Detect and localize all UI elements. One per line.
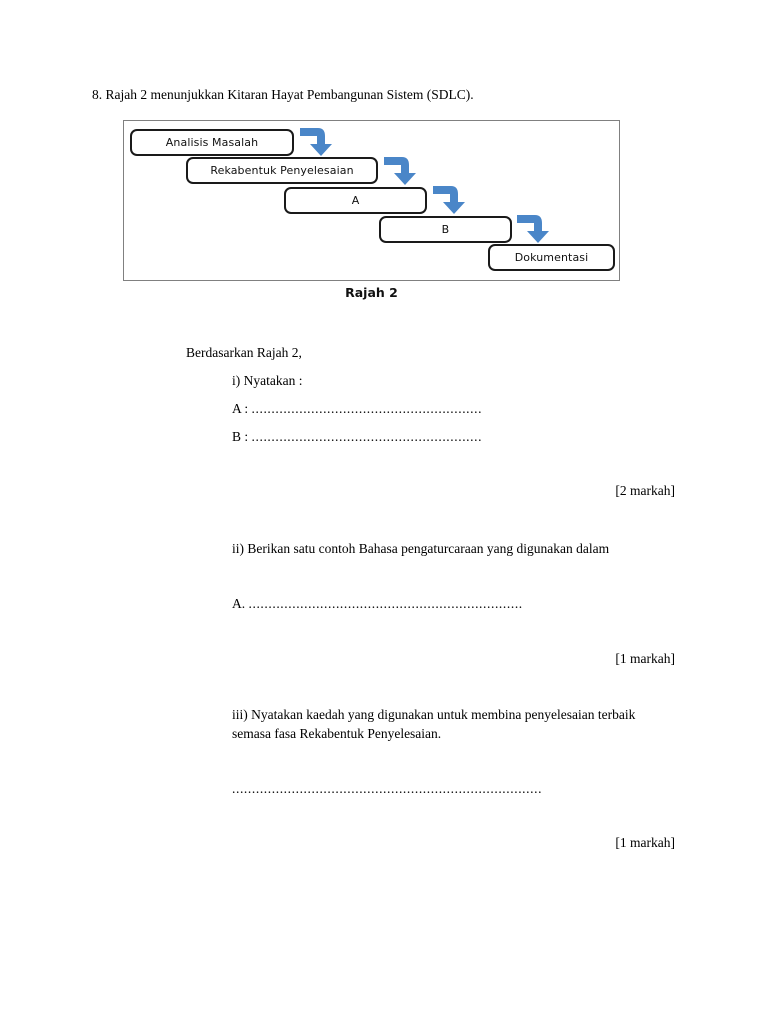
answer-a-label: A : — [232, 401, 249, 416]
answer-line-b: B : ....................................… — [232, 427, 482, 446]
marks-question-ii: [1 markah] — [615, 651, 675, 666]
diagram-box-label: Rekabentuk Penyelesaian — [210, 164, 354, 177]
bent-arrow-down-icon — [517, 212, 551, 244]
diagram-box-label: A — [351, 194, 360, 207]
diagram-box-label: Analisis Masalah — [165, 136, 259, 149]
diagram-box-rekabentuk-penyelesaian: Rekabentuk Penyelesaian — [186, 157, 378, 184]
marks-question-iii: [1 markah] — [615, 835, 675, 850]
answer-line-ii-a: A. .....................................… — [232, 594, 523, 613]
bent-arrow-down-icon — [433, 183, 467, 215]
answer-ii-a-label: A. — [232, 596, 246, 611]
answer-ii-a-dotted-line[interactable]: ........................................… — [248, 596, 523, 611]
question-iii-prompt: iii) Nyatakan kaedah yang digunakan untu… — [232, 707, 636, 741]
answer-a-dotted-line[interactable]: ........................................… — [251, 401, 483, 416]
diagram-box-b: B — [379, 216, 512, 243]
answer-b-dotted-line[interactable]: ........................................… — [251, 429, 483, 444]
diagram-box-label: Dokumentasi — [514, 251, 589, 264]
diagram-box-dokumentasi: Dokumentasi — [488, 244, 615, 271]
answer-b-label: B : — [232, 429, 249, 444]
question-ii-prompt: ii) Berikan satu contoh Bahasa pengaturc… — [232, 541, 610, 556]
answer-line-a: A : ....................................… — [232, 399, 482, 418]
bent-arrow-down-icon — [300, 125, 334, 157]
answer-iii-dotted-line[interactable]: ........................................… — [232, 781, 543, 796]
intro-text: Berdasarkan Rajah 2, — [186, 345, 302, 360]
diagram-box-a: A — [284, 187, 427, 214]
bent-arrow-down-icon — [384, 154, 418, 186]
question-i-prompt: i) Nyatakan : — [232, 373, 303, 388]
marks-question-i: [2 markah] — [615, 483, 675, 498]
diagram-box-analisis-masalah: Analisis Masalah — [130, 129, 294, 156]
sdlc-diagram-frame: Analisis Masalah Rekabentuk Penyelesaian… — [123, 120, 620, 281]
question-number-heading: 8. Rajah 2 menunjukkan Kitaran Hayat Pem… — [92, 87, 474, 102]
figure-caption: Rajah 2 — [345, 285, 398, 300]
diagram-box-label: B — [441, 223, 450, 236]
